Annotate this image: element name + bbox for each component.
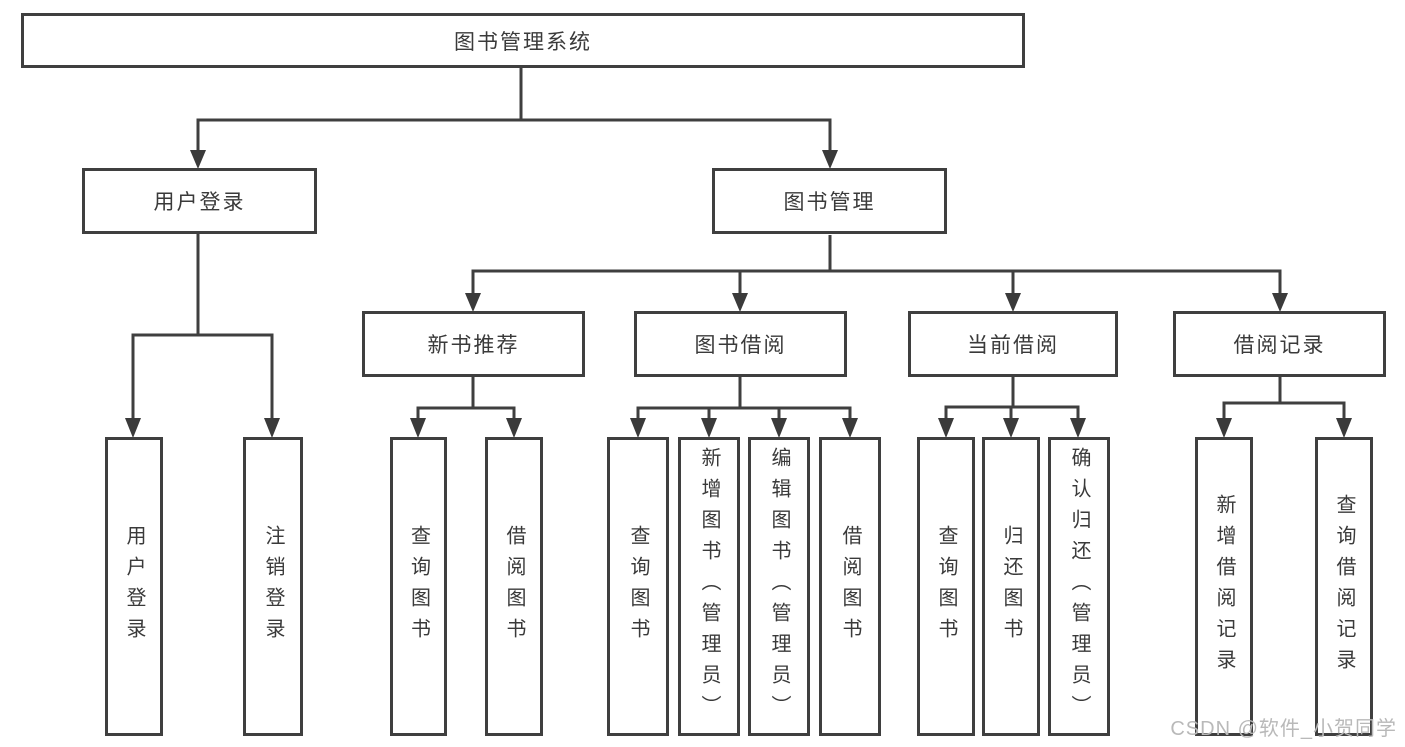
leaf-label: 新增借阅记录 [1213, 493, 1235, 680]
node-label: 新书推荐 [427, 334, 520, 357]
node-book-management: 图书管理 [712, 168, 947, 234]
leaf-label: 借阅图书 [839, 524, 861, 649]
leaf-label: 归还图书 [1000, 524, 1022, 649]
leaf-label: 查询图书 [935, 524, 957, 649]
leaf-borrow-borrow-books: 借阅图书 [819, 437, 881, 736]
node-label: 用户登录 [153, 191, 246, 214]
node-new-book-recommend: 新书推荐 [362, 311, 585, 377]
leaf-recommend-query-books: 查询图书 [390, 437, 447, 736]
leaf-label: 查询图书 [407, 524, 430, 649]
csdn-watermark: CSDN @软件_小贺同学 [1170, 718, 1397, 740]
leaf-label: 查询图书 [627, 524, 649, 649]
node-label: 图书管理系统 [454, 30, 592, 54]
leaf-current-confirm-return-admin: 确认归还（管理员） [1048, 437, 1110, 736]
node-book-borrow: 图书借阅 [634, 311, 847, 377]
leaf-label: 查询借阅记录 [1333, 493, 1355, 680]
leaf-current-query-books: 查询图书 [917, 437, 975, 736]
leaf-user-login: 用户登录 [105, 437, 163, 736]
leaf-label: 用户登录 [123, 524, 145, 649]
node-user-login: 用户登录 [82, 168, 317, 234]
leaf-borrow-add-books-admin: 新增图书（管理员） [678, 437, 740, 736]
leaf-records-query-record: 查询借阅记录 [1315, 437, 1373, 736]
leaf-borrow-edit-books-admin: 编辑图书（管理员） [748, 437, 810, 736]
node-label: 当前借阅 [967, 334, 1059, 357]
leaf-recommend-borrow-books: 借阅图书 [485, 437, 543, 736]
node-label: 图书借阅 [694, 334, 787, 357]
leaf-label: 注销登录 [262, 524, 284, 649]
leaf-current-return-books: 归还图书 [982, 437, 1040, 736]
node-label: 图书管理 [783, 191, 876, 214]
node-label: 借阅记录 [1233, 334, 1326, 357]
node-library-management-system: 图书管理系统 [21, 13, 1025, 68]
leaf-records-add-record: 新增借阅记录 [1195, 437, 1253, 736]
leaf-label: 借阅图书 [503, 524, 525, 649]
leaf-label: 编辑图书（管理员） [768, 447, 790, 726]
node-borrow-records: 借阅记录 [1173, 311, 1386, 377]
node-current-borrow: 当前借阅 [908, 311, 1118, 377]
leaf-label: 确认归还（管理员） [1068, 447, 1090, 726]
leaf-label: 新增图书（管理员） [698, 447, 720, 726]
leaf-logout: 注销登录 [243, 437, 303, 736]
leaf-borrow-query-books: 查询图书 [607, 437, 669, 736]
